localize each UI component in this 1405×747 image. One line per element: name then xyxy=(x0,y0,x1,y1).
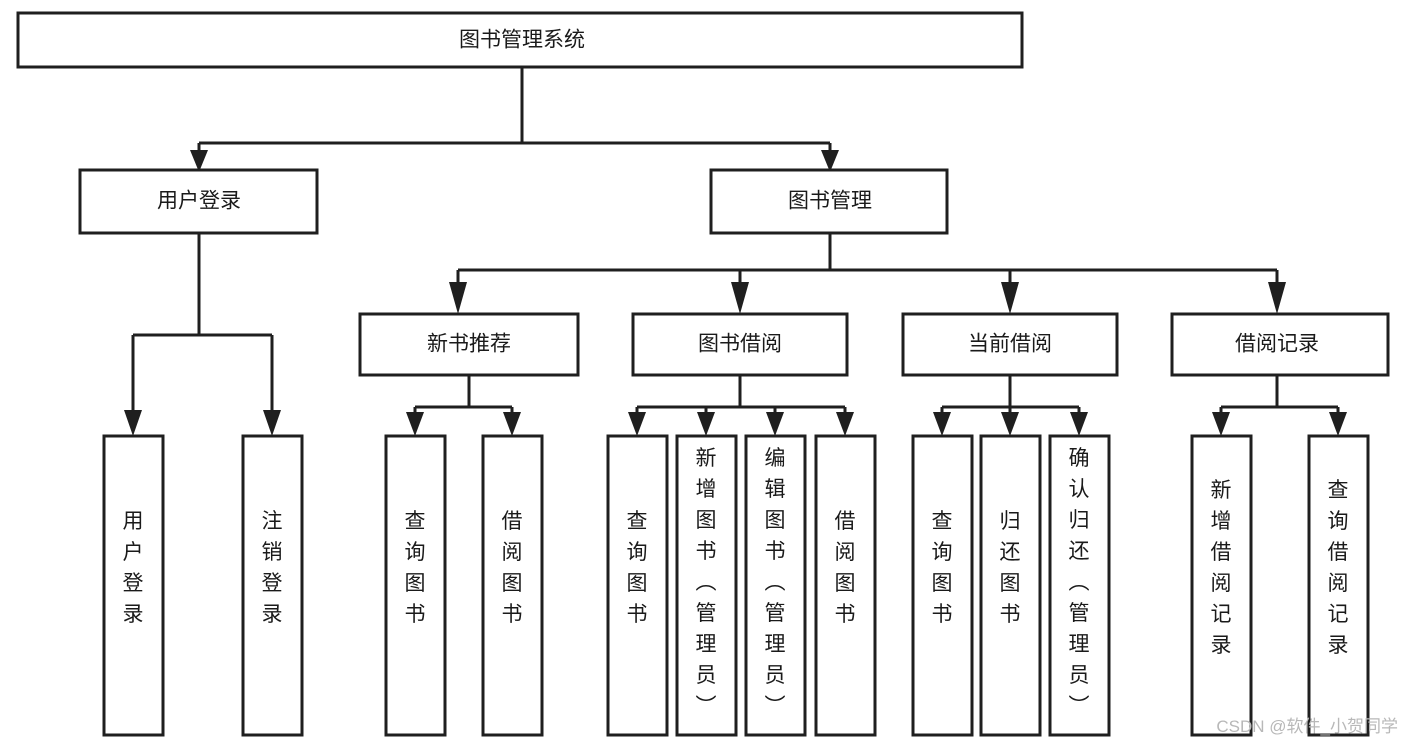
node-leaf-query-book-1-box[interactable] xyxy=(384,434,447,737)
node-leaf-user-login[interactable]: 用户登录 xyxy=(102,434,165,737)
node-leaf-query-book-3-box[interactable] xyxy=(911,434,974,737)
arrow-new-book-rec-leaf-2 xyxy=(503,412,521,436)
node-leaf-logout-box[interactable] xyxy=(241,434,304,737)
node-leaf-add-book-box[interactable] xyxy=(675,434,738,737)
node-new-book-rec-box[interactable] xyxy=(358,312,580,377)
arrow-current-borrow-leaf-2 xyxy=(1001,412,1019,436)
node-leaf-borrow-book-2[interactable]: 借阅图书 xyxy=(814,434,877,737)
node-root-box[interactable] xyxy=(16,11,1024,69)
node-user-login-label: 用户登录 xyxy=(157,190,241,213)
arrow-root-to-book-manage xyxy=(821,150,839,172)
node-leaf-query-book-3[interactable]: 查询图书 xyxy=(911,434,974,737)
arrow-book-manage-child-1 xyxy=(449,282,467,314)
node-borrow-record[interactable]: 借阅记录 xyxy=(1170,312,1390,377)
arrow-book-borrow-leaf-2 xyxy=(697,412,715,436)
node-leaf-edit-book-box[interactable] xyxy=(744,434,807,737)
node-leaf-borrow-book-1-label: 借阅图书 xyxy=(502,510,523,626)
node-leaf-add-book-label: 新增图书︵管理员︶ xyxy=(696,447,717,718)
node-leaf-confirm-return[interactable]: 确认归还︵管理员︶ xyxy=(1048,434,1111,737)
node-book-manage[interactable]: 图书管理 xyxy=(709,168,949,235)
arrow-book-manage-child-2 xyxy=(731,282,749,314)
arrow-current-borrow-leaf-1 xyxy=(933,412,951,436)
node-leaf-query-book-3-label: 查询图书 xyxy=(932,510,953,626)
node-leaf-borrow-book-2-box[interactable] xyxy=(814,434,877,737)
node-root[interactable]: 图书管理系统 xyxy=(16,11,1024,69)
node-leaf-add-book[interactable]: 新增图书︵管理员︶ xyxy=(675,434,738,737)
node-book-borrow-box[interactable] xyxy=(631,312,849,377)
node-root-label: 图书管理系统 xyxy=(459,29,585,52)
arrow-current-borrow-leaf-3 xyxy=(1070,412,1088,436)
arrow-book-borrow-leaf-4 xyxy=(836,412,854,436)
node-leaf-query-book-1[interactable]: 查询图书 xyxy=(384,434,447,737)
arrow-user-login-leaf-2 xyxy=(263,410,281,436)
arrow-book-borrow-leaf-3 xyxy=(766,412,784,436)
arrow-borrow-record-leaf-1 xyxy=(1212,412,1230,436)
node-leaf-edit-book[interactable]: 编辑图书︵管理员︶ xyxy=(744,434,807,737)
arrow-root-to-user-login xyxy=(190,150,208,172)
node-new-book-rec-label: 新书推荐 xyxy=(427,333,511,356)
node-book-borrow[interactable]: 图书借阅 xyxy=(631,312,849,377)
node-current-borrow[interactable]: 当前借阅 xyxy=(901,312,1119,377)
node-borrow-record-box[interactable] xyxy=(1170,312,1390,377)
node-leaf-query-record-label: 查询借阅记录 xyxy=(1328,479,1349,657)
node-book-borrow-label: 图书借阅 xyxy=(698,333,782,356)
node-leaf-confirm-return-box[interactable] xyxy=(1048,434,1111,737)
node-book-manage-label: 图书管理 xyxy=(788,190,872,213)
node-leaf-return-book-box[interactable] xyxy=(979,434,1042,737)
node-leaf-return-book[interactable]: 归还图书 xyxy=(979,434,1042,737)
node-user-login-box[interactable] xyxy=(78,168,319,235)
node-leaf-query-book-1-label: 查询图书 xyxy=(405,510,426,626)
arrow-user-login-leaf-1 xyxy=(124,410,142,436)
arrow-book-manage-child-4 xyxy=(1268,282,1286,314)
node-leaf-user-login-box[interactable] xyxy=(102,434,165,737)
node-leaf-return-book-label: 归还图书 xyxy=(1000,510,1021,626)
arrow-new-book-rec-leaf-1 xyxy=(406,412,424,436)
node-leaf-query-book-2[interactable]: 查询图书 xyxy=(606,434,669,737)
node-borrow-record-label: 借阅记录 xyxy=(1235,333,1319,356)
node-leaf-confirm-return-label: 确认归还︵管理员︶ xyxy=(1069,447,1090,718)
arrow-book-borrow-leaf-1 xyxy=(628,412,646,436)
node-current-borrow-box[interactable] xyxy=(901,312,1119,377)
node-new-book-rec[interactable]: 新书推荐 xyxy=(358,312,580,377)
node-leaf-query-book-2-label: 查询图书 xyxy=(627,510,648,626)
node-leaf-add-record[interactable]: 新增借阅记录 xyxy=(1190,434,1253,737)
node-user-login[interactable]: 用户登录 xyxy=(78,168,319,235)
connector-layer xyxy=(124,67,1347,436)
node-leaf-user-login-label: 用户登录 xyxy=(123,510,144,626)
node-leaf-add-record-box[interactable] xyxy=(1190,434,1253,737)
node-leaf-add-record-label: 新增借阅记录 xyxy=(1211,479,1232,657)
node-leaf-logout-label: 注销登录 xyxy=(262,510,283,626)
csdn-watermark: CSDN @软件_小贺同学 xyxy=(1216,717,1398,736)
arrow-borrow-record-leaf-2 xyxy=(1329,412,1347,436)
node-leaf-borrow-book-2-label: 借阅图书 xyxy=(835,510,856,626)
node-leaf-query-record[interactable]: 查询借阅记录 xyxy=(1307,434,1370,737)
node-leaf-edit-book-label: 编辑图书︵管理员︶ xyxy=(765,447,786,718)
node-leaf-logout[interactable]: 注销登录 xyxy=(241,434,304,737)
node-leaf-borrow-book-1[interactable]: 借阅图书 xyxy=(481,434,544,737)
node-current-borrow-label: 当前借阅 xyxy=(968,333,1052,356)
node-leaf-query-book-2-box[interactable] xyxy=(606,434,669,737)
node-leaf-query-record-box[interactable] xyxy=(1307,434,1370,737)
arrow-book-manage-child-3 xyxy=(1001,282,1019,314)
node-leaf-borrow-book-1-box[interactable] xyxy=(481,434,544,737)
node-book-manage-box[interactable] xyxy=(709,168,949,235)
